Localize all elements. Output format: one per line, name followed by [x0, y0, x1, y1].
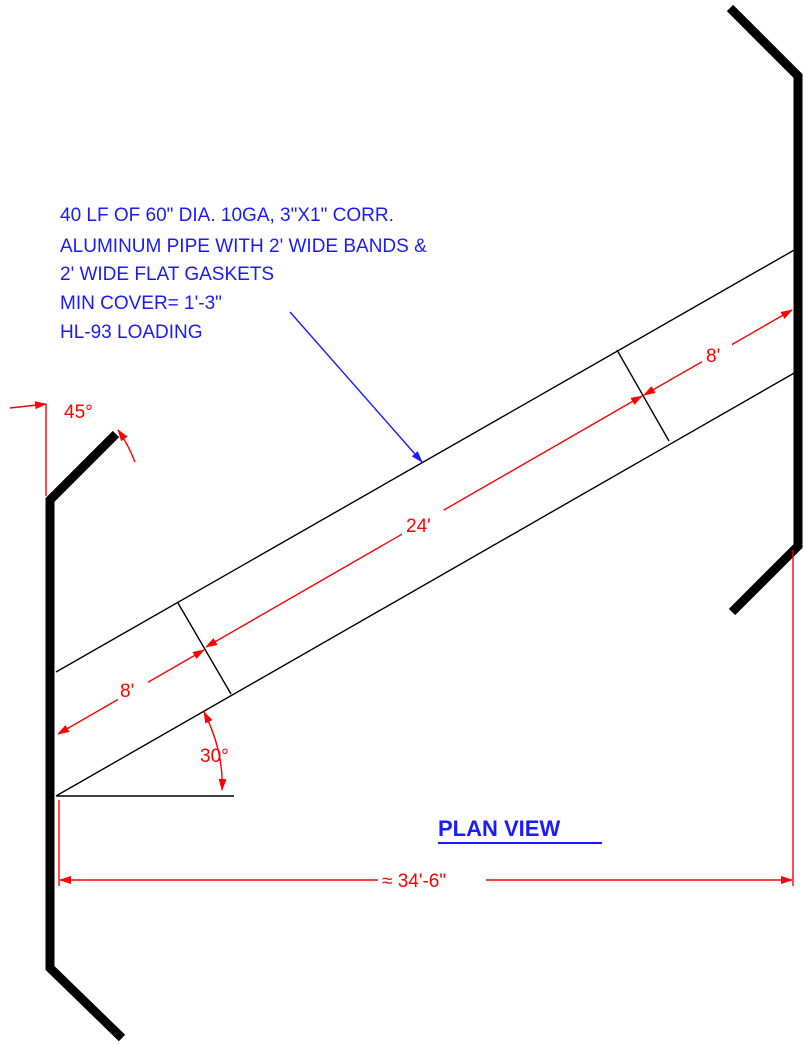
pipe-note: 40 LF OF 60" DIA. 10GA, 3"X1" CORR. ALUM…	[60, 205, 427, 343]
note-line-1: 40 LF OF 60" DIA. 10GA, 3"X1" CORR.	[60, 205, 394, 226]
note-line-5: HL-93 LOADING	[60, 322, 203, 343]
label-left-8ft: 8'	[120, 681, 134, 702]
note-leader	[289, 311, 423, 463]
angle-30-arc	[203, 711, 227, 791]
note-line-3: 2' WIDE FLAT GASKETS	[60, 264, 274, 285]
view-title: PLAN VIEW	[438, 816, 560, 841]
note-line-4: MIN COVER= 1'-3"	[60, 293, 222, 314]
dimension-labels: 45° 8' 24' 8' 30° ≈ 34'-6"	[64, 342, 732, 894]
label-skew-angle: 30°	[200, 746, 229, 767]
right-headwall	[726, 4, 803, 616]
label-right-8ft: 8'	[706, 346, 720, 367]
right-wingwall	[726, 4, 803, 616]
pipe-bottom-edge	[55, 371, 797, 797]
angle-45-arc	[117, 429, 136, 463]
label-wingwall-angle: 45°	[64, 402, 93, 423]
left-wingwall-top	[45, 430, 126, 1042]
band-line-left	[177, 602, 232, 695]
label-mid-24ft: 24'	[406, 516, 431, 537]
left-headwall	[45, 430, 126, 1042]
note-line-2: ALUMINUM PIPE WITH 2' WIDE BANDS &	[60, 236, 427, 257]
label-overall-width: ≈ 34'-6"	[382, 871, 446, 892]
band-line-right	[616, 349, 670, 442]
angle-45-arrow	[9, 401, 47, 410]
